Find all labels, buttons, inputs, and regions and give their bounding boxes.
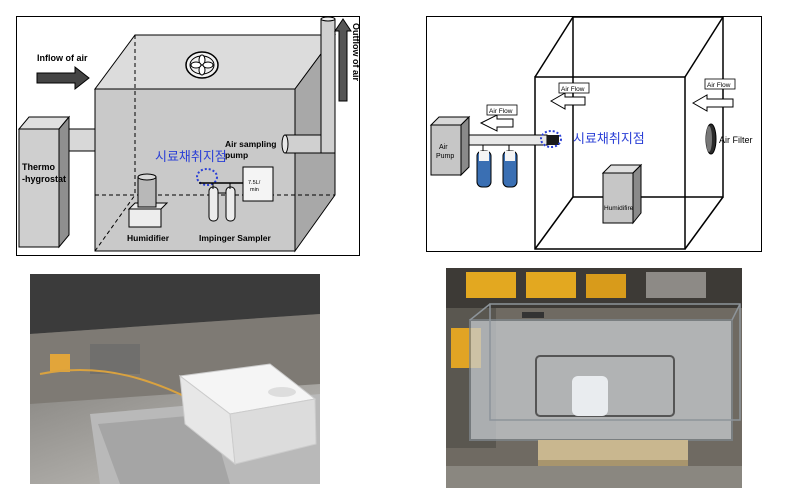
- sampling-nozzle: [547, 135, 559, 145]
- chamber-photo-interior-svg: [30, 274, 320, 484]
- air-pump: Air Pump: [429, 115, 471, 177]
- air-filter-label: Air Filter: [719, 135, 753, 145]
- thermo-label-2: -hygrostat: [22, 174, 66, 184]
- impinger-label: Impinger Sampler: [199, 233, 271, 243]
- impingers: [476, 145, 518, 188]
- outflow-arrow-icon: [334, 18, 352, 102]
- air-pump-label-2: Pump: [436, 153, 454, 160]
- pump-display: 7.5L/: [248, 180, 261, 186]
- air-sampling-pump: 7.5L/ min: [242, 166, 274, 202]
- fan-icon: [185, 51, 219, 79]
- humidifier-label: Humidifier: [127, 233, 170, 243]
- thermo-hygrostat: Thermo -hygrostat: [17, 115, 71, 249]
- acrylic-chamber: [469, 303, 741, 441]
- chamber-diagram-right-svg: Air Pump Air Flow Air Flow: [429, 17, 753, 250]
- chamber-photo-interior: [30, 274, 320, 484]
- white-box: [178, 363, 317, 466]
- air-flow-arrow-1-icon: [479, 114, 514, 132]
- sampling-point-label-right: 시료채취지점: [573, 131, 645, 146]
- sampling-point-marker: [196, 168, 218, 186]
- humidifier: [127, 173, 169, 228]
- wooden-pallet: [538, 440, 688, 460]
- inflow-arrow-icon: [36, 65, 90, 91]
- sampling-point-marker-right: [540, 130, 562, 148]
- air-sampling-label-2: pump: [225, 150, 248, 160]
- sampling-point-label: 시료채취지점: [155, 149, 227, 164]
- chamber-diagram-right: Air Pump Air Flow Air Flow: [426, 16, 762, 252]
- equipment-orange: [50, 354, 70, 372]
- pump-display-2: min: [250, 187, 259, 193]
- equipment-rack: [90, 344, 140, 374]
- humidifier-right: Humidifire: [601, 163, 643, 225]
- air-flow-arrow-3-icon: [691, 94, 734, 112]
- air-pump-label-1: Air: [439, 144, 448, 151]
- air-flow-label-3: Air Flow: [707, 82, 731, 89]
- humidifier-label-right: Humidifire: [604, 205, 634, 212]
- air-flow-label-1: Air Flow: [489, 108, 513, 115]
- chamber-photo-acrylic-svg: [446, 268, 742, 488]
- air-flow-arrow-2-icon: [549, 92, 586, 110]
- outflow-label: Outflow of air: [351, 23, 359, 81]
- air-sampling-label-1: Air sampling: [225, 139, 276, 149]
- impinger-sampler: [199, 182, 249, 222]
- air-filter-icon: [705, 123, 717, 155]
- thermo-label-1: Thermo: [22, 162, 56, 172]
- sampling-tube: [468, 134, 548, 146]
- chamber-photo-acrylic: [446, 268, 742, 488]
- outflow-pipe: [281, 17, 336, 154]
- inflow-label: Inflow of air: [37, 53, 88, 63]
- chamber-diagram-left: Thermo -hygrostat Inflow of air: [16, 16, 360, 256]
- air-flow-label-2: Air Flow: [561, 86, 585, 93]
- chamber-diagram-left-svg: Thermo -hygrostat Inflow of air: [17, 17, 359, 253]
